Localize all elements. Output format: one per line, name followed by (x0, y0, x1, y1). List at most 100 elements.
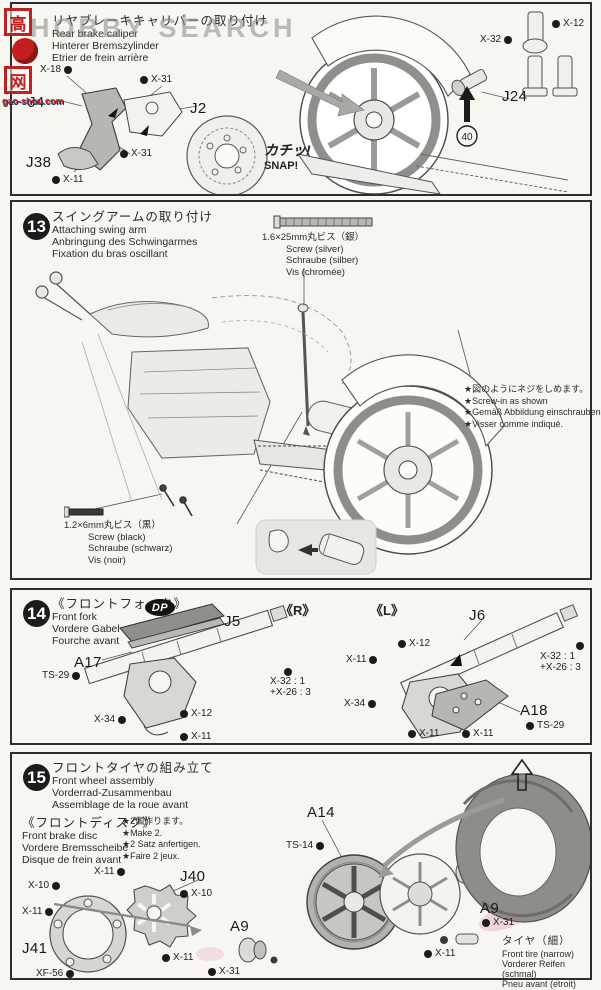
silver-screw-fr: Vis (chromée) (286, 266, 345, 278)
curved-arrow-head (378, 866, 394, 878)
paint-label: X-31 (493, 917, 515, 928)
step13-drawing (35, 215, 505, 575)
step15-title-en: Front wheel assembly (52, 775, 155, 787)
watermark-logo: 高 网 (4, 8, 44, 94)
paint-dot (504, 35, 513, 44)
paint-dot (66, 969, 75, 978)
paint-dot (118, 715, 127, 724)
paint-callout-x11-r1: X-11 (408, 728, 439, 739)
paint-dot (424, 949, 432, 958)
paint-dot (120, 149, 128, 158)
paint-callout-x11-l: X-11 (180, 731, 211, 742)
part-label-j38: J38 (26, 154, 52, 171)
paint-dot (52, 175, 60, 184)
paint-label: X-12 (191, 708, 213, 719)
paint-label: X-18 (40, 64, 62, 75)
paint-label: +X-26 : 3 (270, 687, 311, 698)
step12-title-en: Rear brake caliper (52, 28, 138, 40)
rear-wheel-drawing (296, 15, 471, 194)
paint-label: X-32 : 1 (270, 676, 306, 687)
rod-j38-drawing (57, 147, 99, 170)
paint-label: X-34 (94, 714, 116, 725)
paint-callout-x10-a: X-10 (28, 880, 61, 891)
paint-label: X-11 (473, 728, 494, 739)
note-ja: ★図のようにネジをしめます。 (464, 384, 589, 394)
tire-fr: Pneu avant (etroit) (502, 978, 577, 989)
paint-callout-x32: X-32 (480, 34, 513, 45)
tire-drawing (455, 773, 590, 923)
watermark-logo-bottom-char: 网 (4, 66, 32, 94)
black-screw-spec: 1.2×6mm丸ビス（黒） Screw (black) Schraube (sc… (64, 520, 172, 566)
chain-drawing (415, 153, 569, 193)
part-label-j24: J24 (502, 88, 528, 105)
step15-heading: フロントタイヤの組み立て Front wheel assembly Vorder… (52, 761, 214, 811)
part-label-a9-right: A9 (480, 900, 500, 917)
snap-en: SNAP! (264, 160, 299, 172)
watermark-logo-top-char: 高 (4, 8, 32, 36)
paint-dot (117, 867, 126, 876)
part-label-j6: J6 (469, 607, 486, 624)
r-side-label: 《R》 (280, 603, 316, 618)
snap-ja: カチッ! (264, 142, 311, 158)
curved-arrow (382, 797, 505, 868)
paint-label: X-11 (435, 948, 456, 959)
paint-label: X-11 (346, 654, 367, 665)
axle-arrow-drawing (53, 902, 202, 936)
paint-label: TS-14 (286, 840, 314, 851)
direction-arrow-badge: 40 (456, 86, 478, 147)
paint-label: X-32 : 1 (540, 651, 576, 662)
paint-dot (369, 655, 378, 664)
pink-watermark-smudge (196, 947, 224, 961)
paint-callout-ts14: TS-14 (286, 840, 325, 851)
make2-fr: ★Faire 2 jeux. (122, 851, 180, 862)
paint-callout-x31b: X-31 (120, 148, 152, 159)
make2-notes: ★2個作ります。 ★Make 2. ★2 Satz anfertigen. ★F… (122, 816, 201, 863)
part-label-j4: J4 (28, 94, 45, 111)
paint-label: X-11 (63, 174, 84, 185)
paint-callout-x31a: X-31 (140, 74, 172, 85)
motorcycle-sketch (35, 271, 505, 575)
step15-number-badge: 15 (23, 764, 50, 791)
part-label-j40: J40 (180, 868, 206, 885)
paint-callout-x34-r: X-34 (344, 698, 377, 709)
fork-r-drawing (83, 603, 288, 736)
step15-title-ja: フロントタイヤの組み立て (52, 761, 214, 775)
paint-dot (482, 918, 490, 927)
paint-callout-ts29-l: TS-29 (42, 670, 81, 681)
paint-dot (408, 729, 416, 738)
paint-dot (462, 729, 470, 738)
axle-arrow (275, 69, 365, 117)
part-label-a9-left: A9 (230, 918, 250, 935)
part-label-a17: A17 (74, 654, 102, 671)
paint-dot (64, 65, 73, 74)
step13-title-de: Anbringung des Schwingarmes (52, 235, 198, 248)
black-screw-fr: Vis (noir) (88, 554, 126, 566)
paint-dot (140, 75, 148, 84)
front-disc-heading: 《フロントディスク》 Front brake disc Vordere Brem… (22, 816, 156, 866)
paint-callout-x32mix-l: X-32 : 1 +X-26 : 3 (270, 668, 311, 698)
step13-notes: ★図のようにネジをしめます。 ★Screw-in as shown ★Gemäß… (464, 384, 601, 431)
tire-insert-arrow (510, 758, 534, 791)
step15-title-de: Vorderrad-Zusammenbau (52, 786, 172, 799)
paint-dot (368, 699, 377, 708)
paint-callout-x31-l: X-31 (208, 966, 240, 977)
step12-drawing: 40 (57, 11, 578, 194)
paint-label: X-31 (151, 74, 173, 85)
tire-de: Vorderer Reifen (schmal) (502, 958, 566, 979)
paint-callout-x11-r2: X-11 (462, 728, 493, 739)
axle-small-parts (440, 933, 479, 945)
step12-heading: リヤブレーキキャリパーの取り付け Rear brake caliper Hint… (52, 14, 268, 64)
inserted-screw (297, 303, 310, 436)
front-disc-en: Front brake disc (22, 830, 98, 842)
paint-callout-x12: X-12 (552, 18, 584, 29)
shock-parts-drawing (522, 11, 578, 97)
step13-title-fr: Fixation du bras oscillant (52, 247, 168, 260)
fork-l-drawing (399, 604, 579, 739)
part-label-j2: J2 (190, 100, 207, 117)
part-label-a18: A18 (520, 702, 548, 719)
tire-ja: タイヤ（細） (502, 935, 571, 947)
black-screw-en: Screw (black) (88, 531, 146, 543)
note-en: ★Screw-in as shown (464, 395, 548, 406)
paint-dot (162, 953, 170, 962)
part-label-j41: J41 (22, 940, 48, 957)
